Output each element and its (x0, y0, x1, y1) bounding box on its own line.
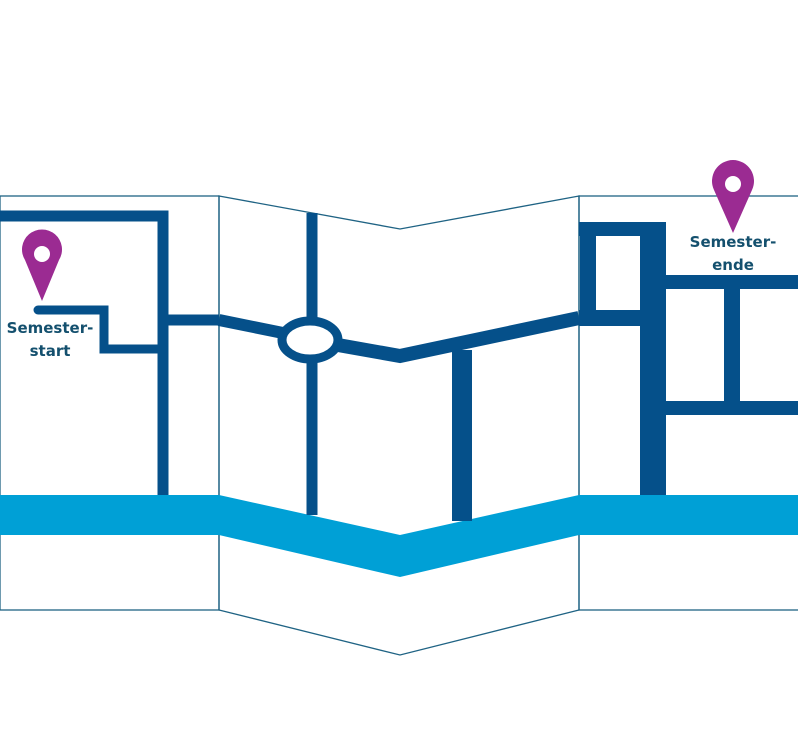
map-pin-icon (712, 160, 754, 233)
semester-start-label-line2: start (30, 342, 71, 360)
semester-end-label-line1: Semester- (690, 233, 777, 251)
roads (0, 210, 798, 521)
map-panels (0, 195, 798, 656)
map-panel-middle (218, 195, 580, 656)
semester-start-label-line1: Semester- (7, 319, 94, 337)
map-panel-right (578, 195, 798, 611)
map-pin-icon (22, 229, 63, 301)
river (0, 495, 798, 577)
semester-end-label-line2: ende (712, 256, 754, 274)
